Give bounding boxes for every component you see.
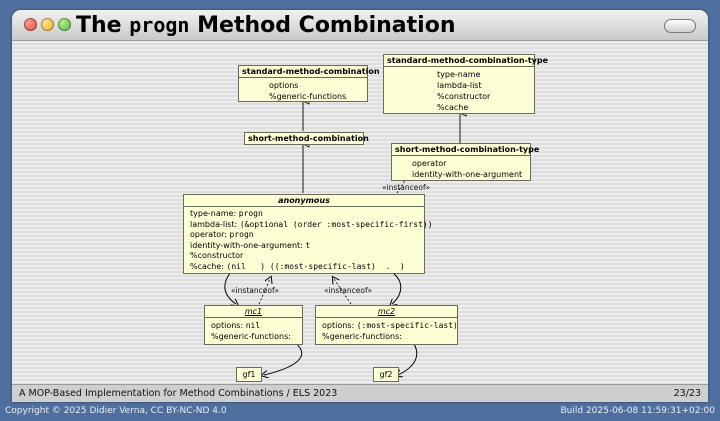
standard-method-combination-type-box: standard-method-combination-type type-na…	[383, 54, 548, 114]
title-prefix: The	[76, 13, 122, 38]
gf2-label: gf2	[379, 370, 393, 379]
page-number: 23/23	[673, 388, 701, 399]
slot-generic-functions: %generic-functions	[269, 92, 347, 101]
short-method-combination-type-box: short-method-combination-type operator i…	[391, 143, 539, 181]
slide-content: standard-method-combination options %gen…	[12, 41, 708, 384]
instanceof-line-mc1	[258, 279, 270, 305]
slot-operator: operator	[412, 159, 447, 168]
title-bar: The progn Method Combination	[12, 10, 708, 41]
slot-identity: identity-with-one-argument	[412, 170, 523, 179]
box-header: short-method-combination	[248, 134, 369, 143]
slot-lambda-list: lambda-list	[437, 81, 482, 90]
minimize-button[interactable]	[41, 18, 54, 31]
row-type-name: type-name: progn	[190, 209, 263, 218]
mc1-box: mc1 options: nil %generic-functions:	[204, 305, 303, 345]
row-identity: identity-with-one-argument: t	[190, 240, 311, 250]
box-header: standard-method-combination	[239, 66, 380, 78]
slide-window: The progn Method Combination	[12, 10, 708, 402]
instanceof-label-mc1: «instanceof»	[231, 286, 280, 295]
toolbar-toggle-button[interactable]	[664, 19, 696, 33]
gf1-box: gf1	[236, 367, 262, 382]
standard-method-combination-box: standard-method-combination options %gen…	[238, 65, 380, 102]
close-button[interactable]	[24, 18, 37, 31]
row-options: options: (:most-specific-last)	[322, 321, 458, 330]
footer-title: A MOP-Based Implementation for Method Co…	[19, 388, 338, 399]
title-code: progn	[129, 13, 190, 37]
slide-footer: A MOP-Based Implementation for Method Co…	[12, 384, 708, 402]
row-constructor: %constructor	[190, 251, 244, 260]
build-info: Build 2025-06-08 11:59:31+02:00	[560, 406, 715, 416]
mc2-box: mc2 options: (:most-specific-last) %gene…	[315, 305, 458, 345]
slot-type-name: type-name	[437, 70, 481, 79]
row-cache: %cache: (nil ) ((:most-specific-last) . …	[190, 261, 405, 271]
box-header: standard-method-combination-type	[384, 55, 548, 67]
slide-title: The progn Method Combination	[76, 12, 455, 39]
box-header: anonymous	[184, 195, 424, 207]
row-options: options: nil	[211, 321, 261, 330]
box-header: short-method-combination-type	[392, 144, 539, 156]
gf-arrow-1	[264, 339, 303, 375]
zoom-button[interactable]	[58, 18, 71, 31]
slot-cache: %cache	[437, 103, 469, 112]
row-lambda-list: lambda-list: (&optional (order :most-spe…	[190, 219, 433, 229]
short-method-combination-box: short-method-combination	[244, 132, 369, 145]
row-generic-functions: %generic-functions:	[211, 332, 291, 341]
gf2-box: gf2	[373, 367, 399, 382]
box-header: mc2	[316, 306, 457, 318]
anonymous-box: anonymous type-name: progn lambda-list: …	[183, 194, 433, 274]
title-suffix: Method Combination	[197, 13, 456, 38]
gf1-label: gf1	[242, 370, 256, 379]
copyright-text: Copyright © 2025 Didier Verna, CC BY-NC-…	[5, 406, 227, 416]
row-generic-functions: %generic-functions:	[322, 332, 402, 341]
instanceof-line-mc2	[334, 279, 352, 305]
instanceof-label-anonymous: «instanceof»	[382, 183, 431, 192]
slot-options: options	[269, 81, 299, 90]
slot-constructor: %constructor	[437, 92, 491, 101]
status-bar: Copyright © 2025 Didier Verna, CC BY-NC-…	[0, 402, 720, 421]
gf-arrow-2	[398, 339, 418, 375]
box-header: mc1	[205, 306, 302, 318]
instanceof-label-mc2: «instanceof»	[324, 286, 373, 295]
row-operator: operator: progn	[190, 230, 254, 239]
